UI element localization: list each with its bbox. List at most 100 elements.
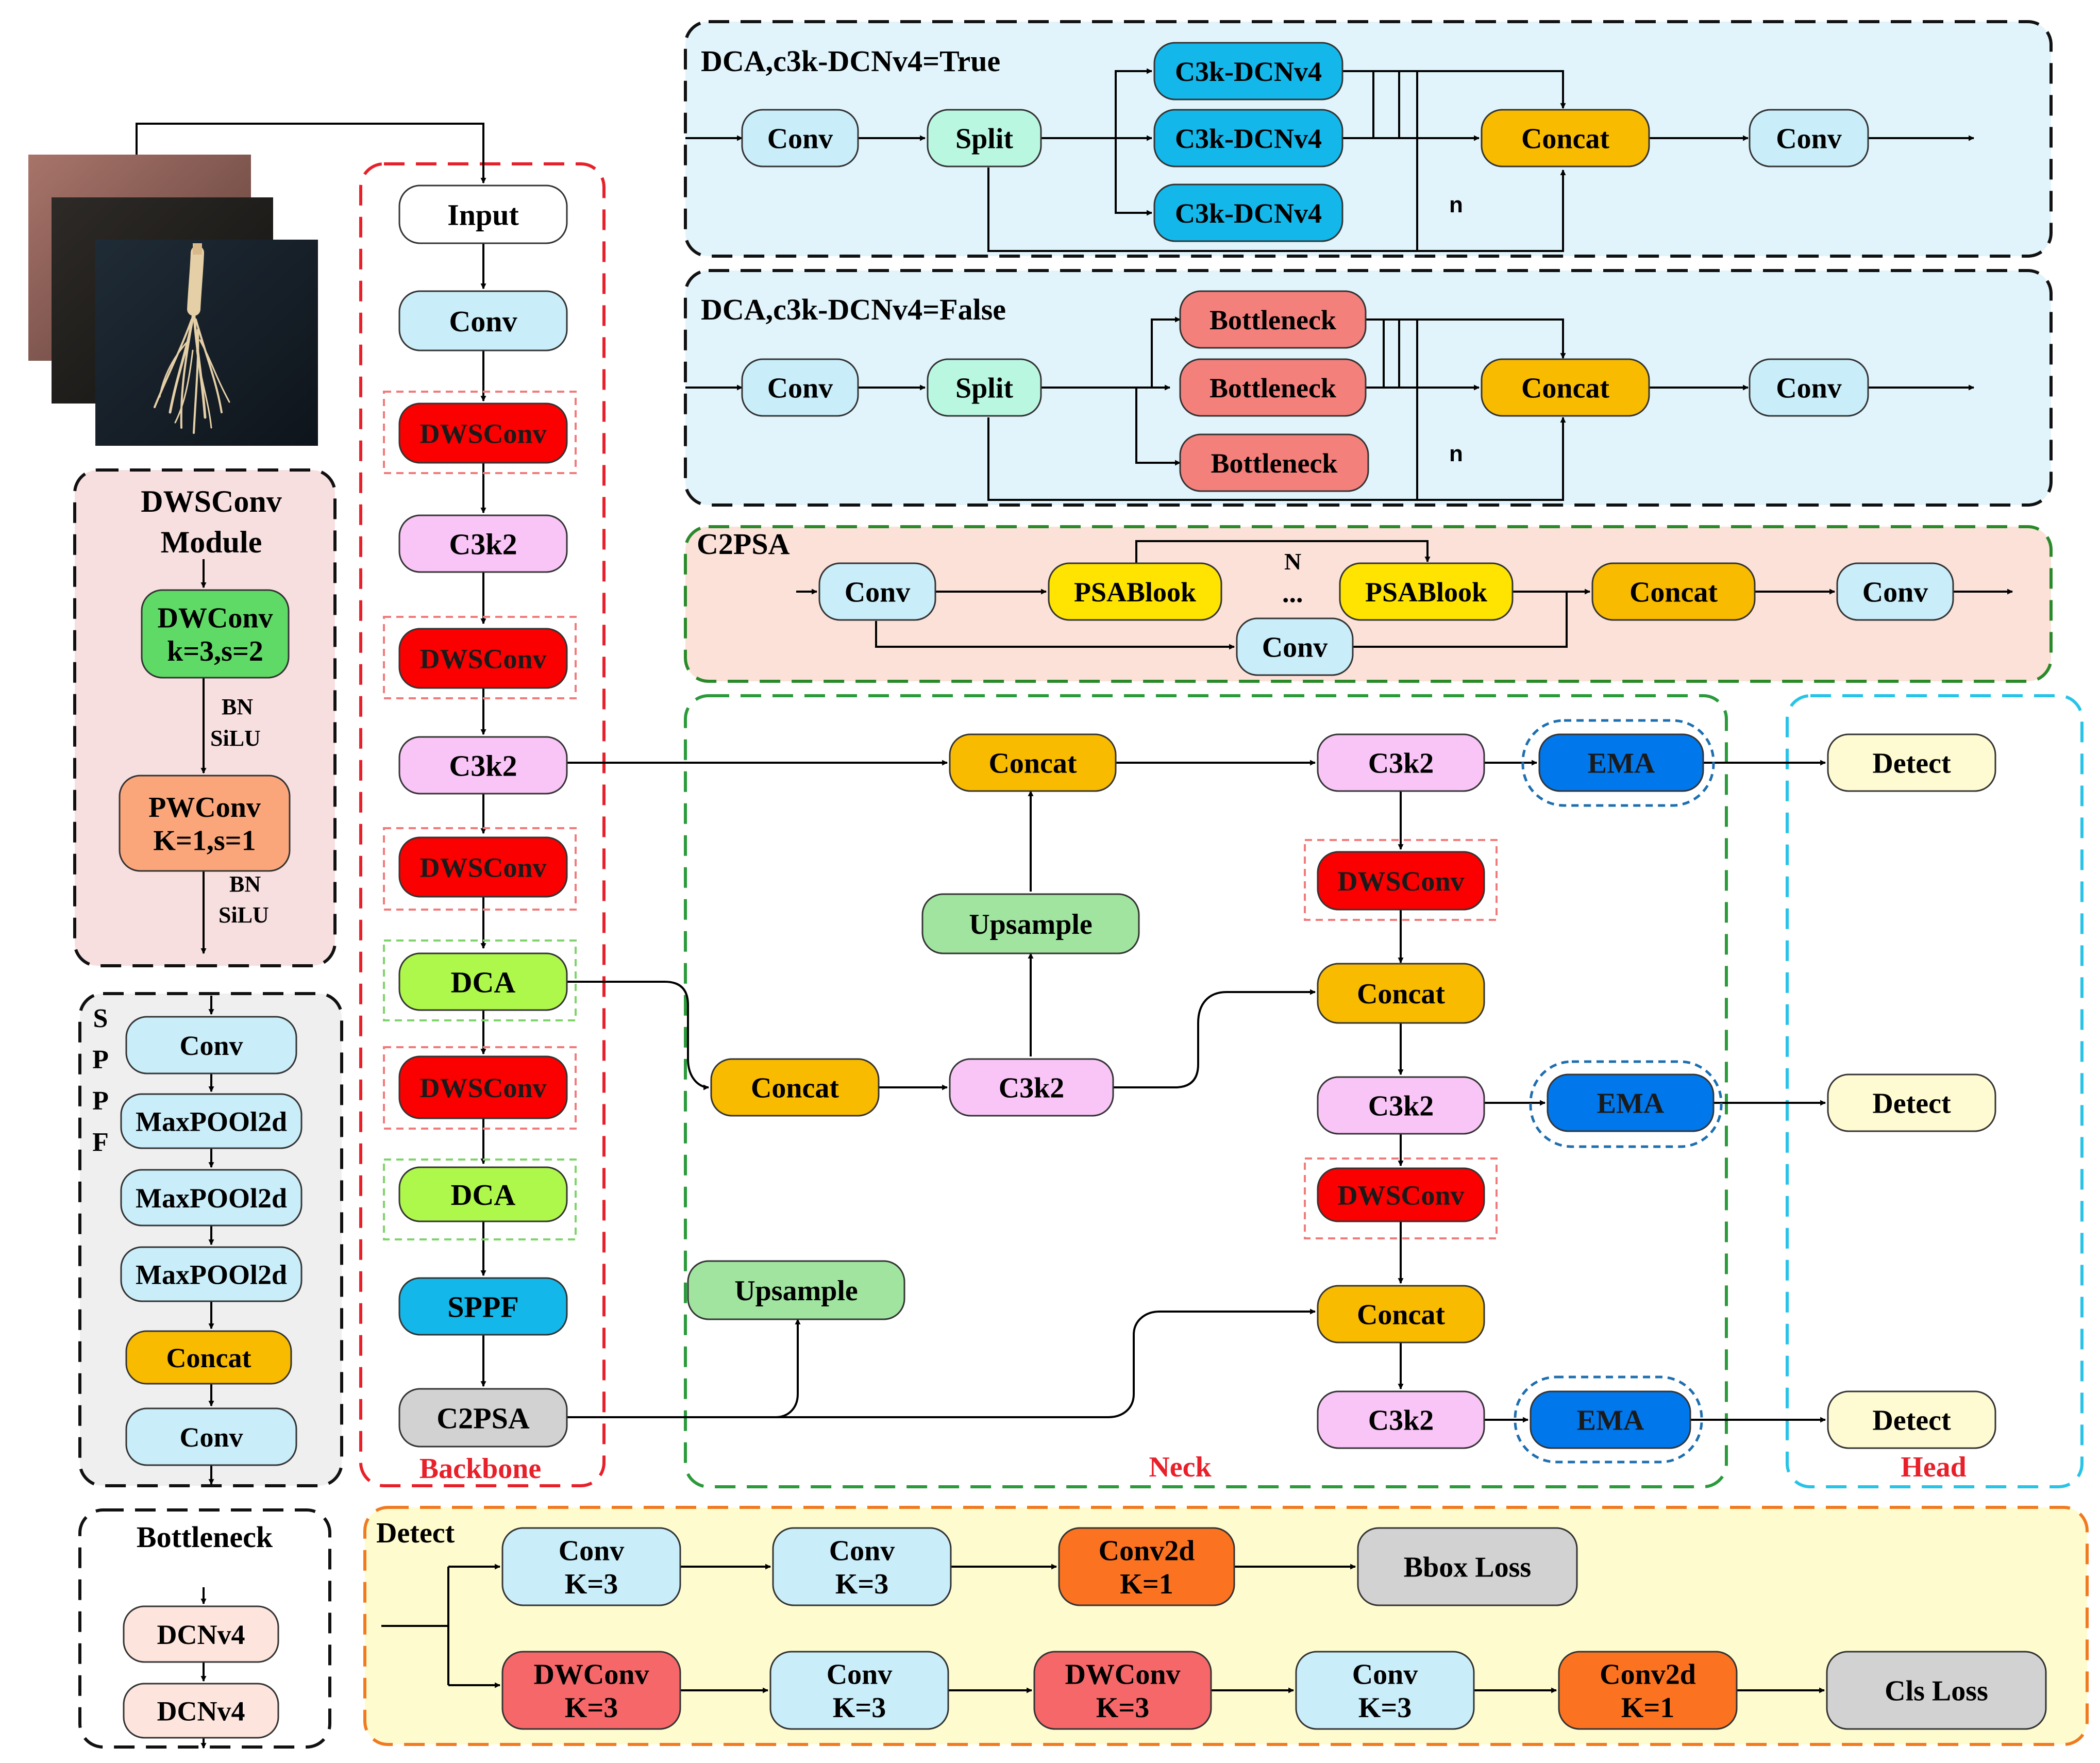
node-dt-c3k3: C3k-DCNv4 (1153, 183, 1343, 242)
node-bn-d1: DCNv4 (123, 1605, 279, 1663)
node-label: K=1 (1621, 1692, 1674, 1724)
node-box (398, 736, 568, 795)
c2psa-title: C2PSA (697, 527, 790, 561)
sppf-letter-3: P (92, 1086, 109, 1116)
node-box (927, 358, 1042, 417)
sppf-letter-2: P (92, 1045, 109, 1074)
node-nk-c3k2a: C3k2 (949, 1058, 1114, 1117)
node-box (398, 1277, 568, 1336)
node-box (1481, 358, 1650, 417)
node-df-conv2: Conv (1749, 358, 1869, 417)
node-box (1317, 851, 1485, 911)
node-bb-dws4: DWSConv (398, 1055, 568, 1119)
node-box (398, 1388, 568, 1448)
node-df-b1: Bottleneck (1179, 290, 1367, 349)
node-label: K=3 (835, 1568, 888, 1600)
node-label: DWConv (1065, 1658, 1180, 1690)
node-label: DCA (451, 1178, 516, 1212)
node-label: K=1,s=1 (153, 825, 256, 857)
node-box (398, 184, 568, 244)
head-title: Head (1901, 1451, 1967, 1483)
node-df-conv1: Conv (741, 358, 859, 417)
node-label: Conv (179, 1422, 243, 1453)
node-sp-mp2: MaxPOOl2d (120, 1169, 303, 1227)
node-bb-c3k2b: C3k2 (398, 736, 568, 795)
dca-false-title: DCA,c3k-DCNv4=False (701, 293, 1006, 326)
node-bb-c3k2a: C3k2 (398, 514, 568, 573)
node-label: Conv (1352, 1658, 1418, 1690)
node-label: Concat (1357, 978, 1445, 1010)
node-box (1317, 963, 1485, 1024)
node-box (141, 589, 290, 679)
dwsconv-module-title-1: DWSConv (141, 484, 281, 518)
node-label: EMA (1597, 1088, 1665, 1120)
node-sp-conv1: Conv (125, 1016, 297, 1074)
node-label: C3k2 (1368, 1405, 1434, 1437)
node-box (949, 1058, 1114, 1117)
node-label: Conv (179, 1030, 243, 1061)
node-box (120, 1169, 303, 1227)
node-label: DWSConv (419, 643, 546, 674)
dws-silu-1: SiLU (210, 726, 261, 751)
node-box (123, 1605, 279, 1663)
node-label: DWSConv (419, 418, 546, 449)
node-box (687, 1260, 905, 1320)
node-label: C3k2 (449, 749, 517, 782)
node-box (1153, 183, 1343, 242)
node-hd-det1: Detect (1827, 733, 1996, 792)
node-box (1048, 562, 1222, 621)
node-df-b3: Bottleneck (1179, 433, 1369, 492)
edges (136, 68, 2013, 1749)
node-dt-concat: Concat (1481, 109, 1650, 167)
node-dt-conv2: Conv (1749, 109, 1869, 167)
input-photo-stack (28, 155, 318, 446)
c2psa-n-label: N (1284, 548, 1301, 575)
node-box (1530, 1390, 1691, 1449)
node-label: Conv (1862, 577, 1928, 609)
node-label: C3k-DCNv4 (1175, 123, 1322, 154)
node-label: DCA (451, 965, 516, 999)
node-box (1317, 1167, 1485, 1222)
node-df-split: Split (927, 358, 1042, 417)
node-bb-dca2: DCA (398, 1166, 568, 1222)
node-box (1033, 1651, 1212, 1730)
sppf-letter-4: F (92, 1128, 109, 1157)
node-label: Upsample (969, 909, 1093, 941)
node-box (1749, 109, 1869, 167)
node-label: Detect (1872, 1405, 1951, 1437)
node-hd-det3: Detect (1827, 1390, 1996, 1449)
node-label: Concat (751, 1072, 839, 1104)
node-label: K=3 (833, 1692, 886, 1724)
backbone-title: Backbone (419, 1453, 542, 1485)
node-nk-c3k2d: C3k2 (1317, 1390, 1485, 1449)
node-label: C3k2 (999, 1072, 1065, 1104)
node-box (1317, 1076, 1485, 1135)
node-nk-dws2: DWSConv (1317, 1167, 1485, 1222)
node-box (398, 836, 568, 898)
node-box (1236, 617, 1354, 676)
node-box (501, 1527, 681, 1606)
node-cp-conv3: Conv (1236, 617, 1354, 676)
node-box (949, 733, 1117, 792)
node-label: Bottleneck (1211, 448, 1338, 479)
node-box (818, 562, 936, 621)
sppf-letter-1: S (93, 1004, 108, 1033)
node-label: Conv2d (1600, 1658, 1696, 1690)
node-label: Concat (1357, 1299, 1445, 1331)
node-box (1179, 358, 1367, 417)
node-label: DWSConv (1337, 866, 1464, 897)
node-sp-mp1: MaxPOOl2d (120, 1093, 303, 1149)
node-box (1339, 562, 1514, 621)
node-box (772, 1527, 952, 1606)
node-box (125, 1407, 297, 1466)
node-label: Input (447, 198, 519, 231)
node-nk-upsample1: Upsample (921, 893, 1140, 954)
node-label: Conv (827, 1658, 893, 1690)
node-box (398, 952, 568, 1011)
node-label: Bottleneck (1209, 373, 1336, 404)
node-label: Conv2d (1099, 1535, 1195, 1567)
